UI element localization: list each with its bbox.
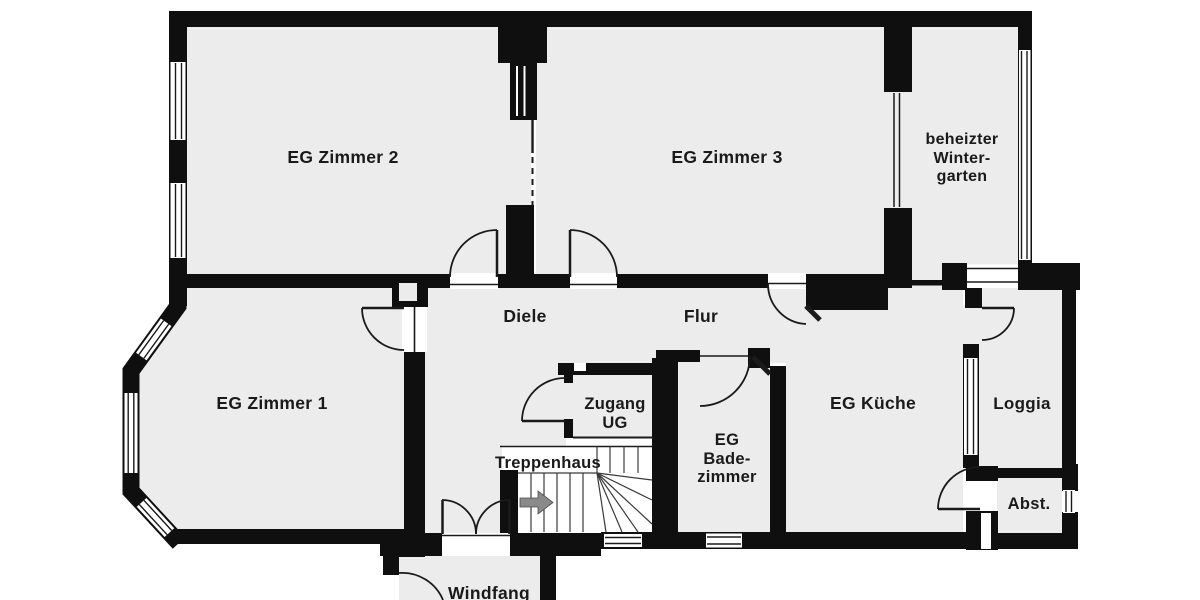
floor-zimmer1 [136,286,404,532]
door-double-windfang [441,499,511,556]
chimney-flue-slit-2 [523,66,526,116]
door-windfang-entry [398,572,444,600]
floor-zugang-ug [566,375,654,438]
window-under-stairs [604,534,642,547]
door-zugang-ug [521,377,566,423]
room-label-abstellraum: Abst. [1008,495,1051,513]
window-abst-right [1063,490,1075,513]
wall-z3-wg-top [884,11,912,92]
window-badezimmer-bottom [706,533,742,548]
wall-loggia-top [1018,263,1080,290]
wall-bottom-c [601,532,968,549]
room-label-zimmer1: EG Zimmer 1 [216,393,327,413]
door-zimmer2 [449,229,499,289]
room-label-zugang-ug-line1: Zugang [584,395,645,413]
wall-wg-bottom-thin [912,280,947,286]
window-bay-center [124,393,138,473]
window-zimmer2-upper [170,62,186,140]
doors [361,229,1015,600]
door-loggia [981,306,1015,341]
window-zimmer2-lower [170,183,186,258]
wall-wg-bottom-block [942,263,967,290]
wall-kueche-loggia-block [965,288,982,308]
room-label-zugang-ug-line2: UG [602,414,627,432]
stair-direction-arrow-icon [519,490,554,515]
wall-column-diele [506,205,534,288]
room-label-wintergarten-line2: Winter- [933,150,990,167]
room-label-bad-line1: EG [715,431,739,449]
room-floors [136,27,1062,600]
wall-kueche-top-block [806,277,888,310]
wall-loggia-right [1062,288,1076,470]
wall-windfang-right [540,556,556,600]
room-label-wintergarten-line1: beheizter [926,131,999,148]
floor-zimmer3 [536,27,884,274]
room-label-bad-line3: zimmer [697,468,757,486]
window-wintergarten-bottom [967,264,1018,287]
wall-zimmer1-bottom [171,529,392,544]
room-label-treppenhaus: Treppenhaus [495,454,601,472]
window-bay-lower-angled [136,497,175,538]
wall-zugang-top-notch [574,363,586,371]
floor-loggia [977,288,1062,468]
room-label-bad-line2: Bade- [703,450,750,468]
floor-passage-zimmer3-wintergarten [884,92,912,208]
wall-abst-right-b [1062,512,1078,536]
room-label-diele: Diele [503,306,546,326]
wall-abst-top [997,468,1064,478]
wall-windfang-left [383,540,399,575]
chimney-flue-slit-1 [516,66,518,116]
staircase [500,445,653,533]
wall-abst-right-a [1062,464,1078,491]
walls [169,11,1080,600]
wall-bad-door-post [748,348,770,368]
floor-corridor-mid [425,363,566,447]
wall-treppenhaus-right [652,358,678,534]
wall-zimmer1-right [404,352,425,533]
floor-kueche [786,283,963,533]
wall-abst-left-slit [981,513,991,549]
wall-top-outer [169,11,1032,27]
room-label-zimmer2: EG Zimmer 2 [287,147,398,167]
chimney-zimmer1-flue [399,283,417,301]
wall-zugang-left [564,375,573,383]
room-label-loggia: Loggia [993,394,1051,413]
door-zimmer3 [568,229,618,289]
window-bay-upper-angled [136,318,172,361]
wall-bad-right [770,366,786,534]
chimney-top-center [498,12,547,63]
floor-loggia-doorway [963,305,982,345]
wall-zugang-stub [564,419,573,438]
room-labels: EG Zimmer 2 EG Zimmer 3 beheizter Winter… [216,131,1051,600]
door-badezimmer [699,355,772,407]
door-zimmer1 [361,306,427,352]
glazing-lines [531,93,901,207]
room-label-wintergarten-line3: garten [937,168,988,185]
room-label-flur: Flur [684,306,718,326]
windows [124,50,1075,548]
floor-wintergarten [912,27,1019,285]
room-label-windfang: Windfang [448,583,530,600]
room-label-zimmer3: EG Zimmer 3 [671,147,782,167]
wall-bottom-b [510,533,601,556]
window-wintergarten-right [1019,50,1031,260]
wall-loggia-bottom [966,466,998,481]
door-abstellraum [937,466,981,511]
wall-zugang-top [558,363,658,375]
floor-abstellraum [997,478,1062,533]
floor-corridor-lower [425,447,502,537]
floor-badezimmer [678,362,770,533]
door-kueche [767,273,822,325]
window-kueche-loggia [964,358,978,455]
room-label-kueche: EG Küche [830,393,916,413]
wall-z3-wg-bottom [884,208,912,288]
floor-zimmer2 [186,27,531,274]
wall-abst-bottom [980,533,1078,549]
